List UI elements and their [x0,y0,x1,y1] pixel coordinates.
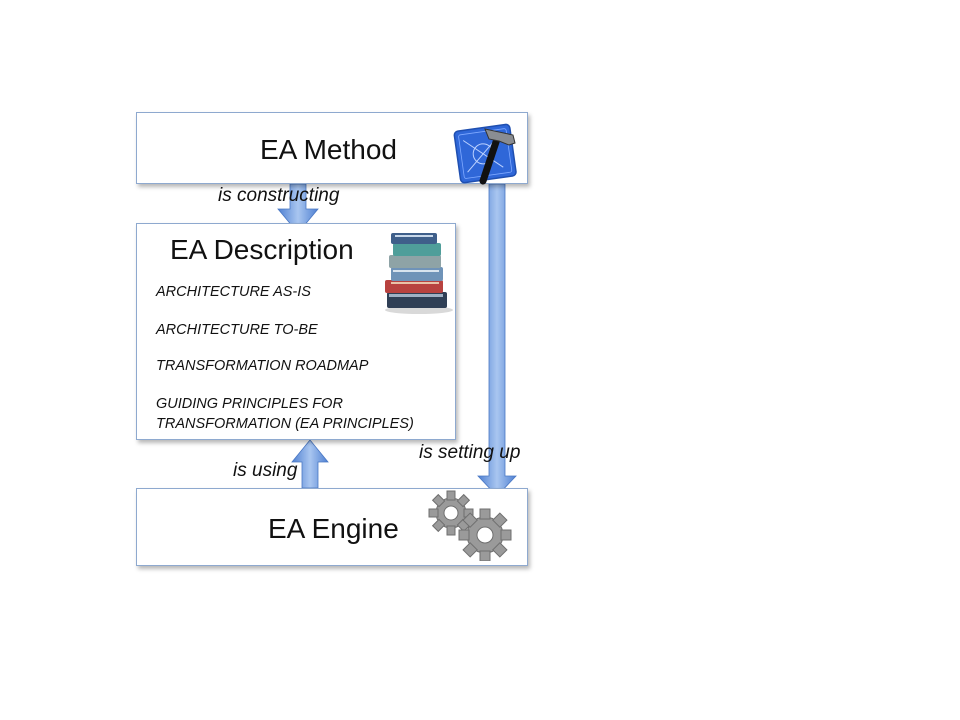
label-is-setting-up: is setting up [419,442,521,463]
ea-method-title: EA Method [260,134,397,165]
arrow-setting-up [477,183,517,497]
arrow-constructing [277,183,319,234]
ea-engine-title: EA Engine [268,513,399,544]
arrow-using [291,439,329,489]
description-item: GUIDING PRINCIPLES FOR [156,396,343,412]
ea-description-box: EA Description ARCHITECTURE AS-IS ARCHIT… [136,223,456,440]
label-is-using: is using [233,460,298,481]
gears-icon [428,490,512,561]
description-item: ARCHITECTURE TO-BE [156,322,318,338]
ea-engine-box: EA Engine [136,488,528,566]
ea-description-title: EA Description [170,234,354,265]
description-item: TRANSFORMATION ROADMAP [156,358,369,374]
books-stack-icon [385,233,453,314]
description-item: ARCHITECTURE AS-IS [156,284,311,300]
description-item: TRANSFORMATION (EA PRINCIPLES) [156,416,414,432]
hammer-blueprint-icon [453,123,517,185]
label-is-constructing: is constructing [218,185,340,206]
ea-method-box: EA Method [136,112,528,185]
